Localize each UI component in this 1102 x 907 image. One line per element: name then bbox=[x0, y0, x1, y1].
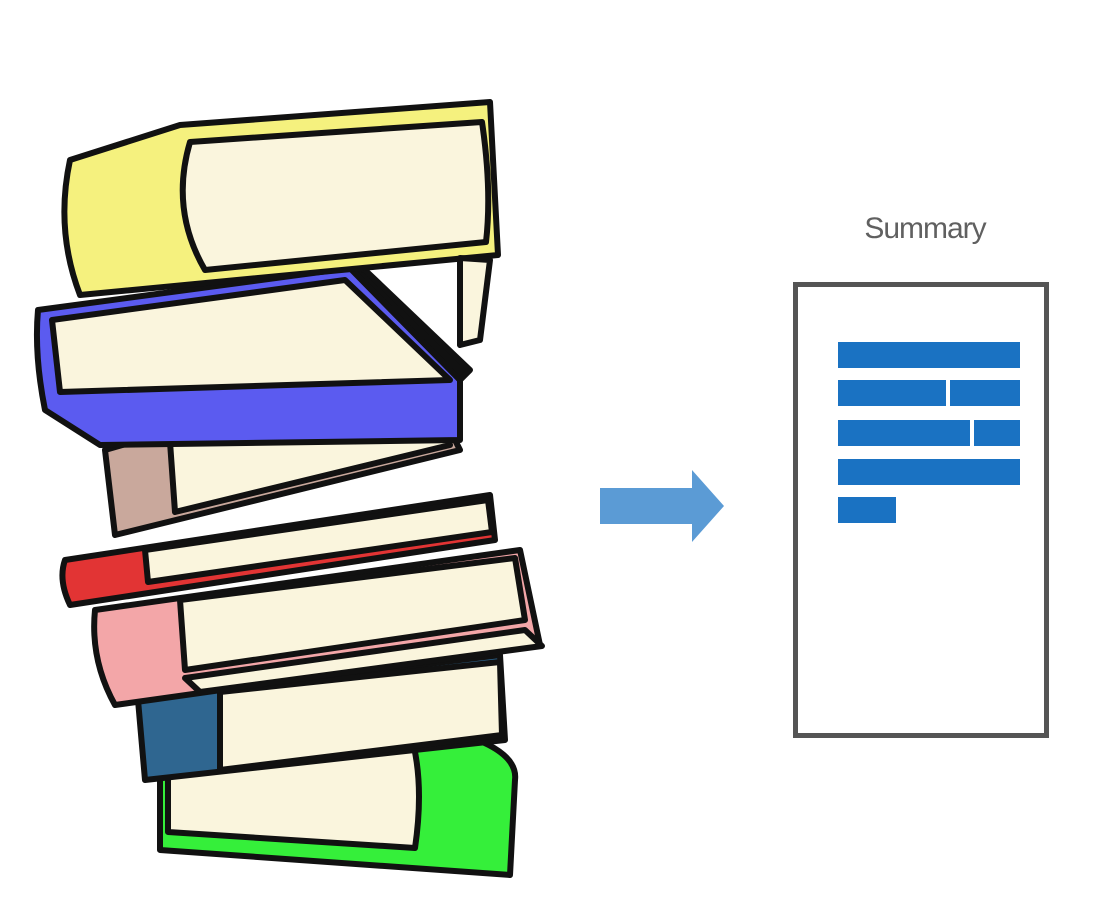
stack-of-books-icon bbox=[33, 99, 545, 878]
summary-text-line bbox=[974, 420, 1020, 446]
summary-text-line bbox=[838, 342, 1020, 368]
book-pink bbox=[91, 547, 545, 708]
summary-title: Summary bbox=[864, 212, 986, 245]
book-blue bbox=[33, 265, 473, 448]
book-red bbox=[59, 492, 498, 608]
summary-text-line bbox=[838, 497, 896, 523]
summary-text-line bbox=[838, 420, 970, 446]
summary-text-line bbox=[950, 380, 1020, 406]
book-yellow bbox=[61, 99, 501, 348]
summary-document-icon bbox=[793, 282, 1049, 738]
summary-text-line bbox=[838, 459, 1020, 485]
right-arrow-icon bbox=[600, 470, 724, 542]
book-teal bbox=[135, 652, 508, 783]
summary-text-line bbox=[838, 380, 946, 406]
